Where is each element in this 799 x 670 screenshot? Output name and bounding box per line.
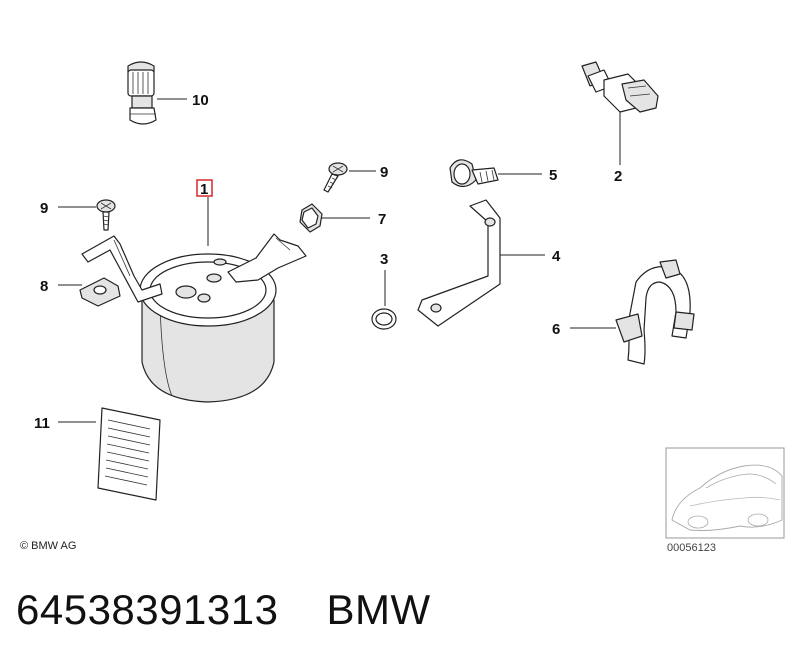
callout-1: 1 [200, 181, 208, 198]
callout-10: 10 [192, 92, 209, 109]
part-number: 64538391313 [16, 586, 279, 633]
callout-7: 7 [378, 211, 386, 228]
copyright-text: © BMW AG [20, 540, 77, 552]
part-6-holder [615, 259, 695, 365]
callout-11: 11 [34, 415, 50, 432]
part-10-valve [127, 61, 157, 125]
callout-3: 3 [380, 251, 388, 268]
callout-8: 8 [40, 278, 48, 295]
part-9-screw-left [96, 199, 116, 231]
part-11-instruction-sheet [97, 407, 161, 501]
reference-code: 00056123 [667, 542, 716, 554]
part-5-clip [449, 159, 499, 188]
parts-diagram: 10 2 9 5 9 7 [34, 61, 785, 539]
callout-5: 5 [549, 167, 557, 184]
callout-4: 4 [552, 248, 561, 265]
footer: 64538391313 BMW [16, 586, 431, 646]
part-9-screw-upper [323, 162, 348, 193]
part-1-receiver-drier [81, 233, 307, 403]
part-8-nut-plate [79, 277, 121, 307]
part-3-o-ring [371, 308, 397, 330]
vehicle-thumbnail [665, 447, 785, 539]
part-2-sensor [581, 61, 659, 113]
callout-9-upper: 9 [380, 164, 388, 181]
callout-1-highlight [196, 179, 213, 197]
callout-9-left: 9 [40, 200, 48, 217]
callout-6: 6 [552, 321, 560, 338]
part-7-clip [299, 203, 323, 233]
brand: BMW [326, 586, 431, 633]
callout-2: 2 [614, 168, 622, 185]
part-4-bracket [417, 199, 501, 327]
